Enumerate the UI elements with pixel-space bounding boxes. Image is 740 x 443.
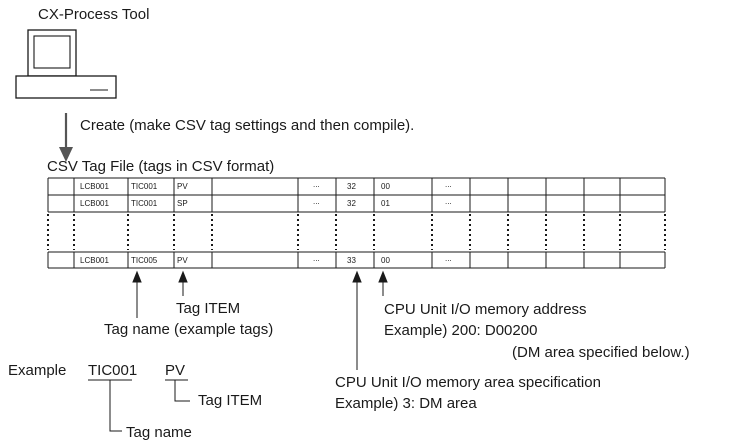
table-cell: LCB001	[80, 182, 109, 191]
cpu-area-example: Example) 3: DM area	[335, 395, 477, 412]
table-cell: 33	[347, 256, 356, 265]
table-cell: ...	[313, 254, 320, 263]
table-cell: 32	[347, 182, 356, 191]
file-title: CSV Tag File (tags in CSV format)	[47, 158, 275, 175]
table-cell: ...	[313, 197, 320, 206]
example-item-label: Tag ITEM	[198, 392, 263, 409]
table-cell: LCB001	[80, 256, 109, 265]
table-cell: ...	[445, 254, 452, 263]
cpu-area-title: CPU Unit I/O memory area specification	[335, 374, 601, 391]
table-cell: LCB001	[80, 199, 109, 208]
table-cell: ...	[313, 180, 320, 189]
cpu-address-example: Example) 200: D00200	[384, 322, 538, 339]
example-name-label: Tag name	[126, 424, 192, 441]
example-prefix: Example	[8, 362, 67, 379]
table-cell: ...	[445, 180, 452, 189]
create-label: Create (make CSV tag settings and then c…	[80, 117, 415, 134]
table-cell: TIC005	[131, 256, 158, 265]
cpu-address-title: CPU Unit I/O memory address	[384, 301, 587, 318]
table-cell: TIC001	[131, 182, 158, 191]
tag-item-label: Tag ITEM	[176, 300, 241, 317]
tool-label: CX-Process Tool	[38, 6, 150, 23]
table-cell: 32	[347, 199, 356, 208]
table-cell: SP	[177, 199, 188, 208]
table-cell: PV	[177, 256, 188, 265]
table-cell: 00	[381, 256, 390, 265]
table-cell: 00	[381, 182, 390, 191]
tag-name-label: Tag name (example tags)	[104, 321, 274, 338]
table-cell: ...	[445, 197, 452, 206]
example-item: PV	[165, 362, 186, 379]
example-tag: TIC001	[88, 362, 138, 379]
table-cell: 01	[381, 199, 390, 208]
dm-note: (DM area specified below.)	[512, 344, 690, 361]
table-cell: PV	[177, 182, 188, 191]
table-cell: TIC001	[131, 199, 158, 208]
